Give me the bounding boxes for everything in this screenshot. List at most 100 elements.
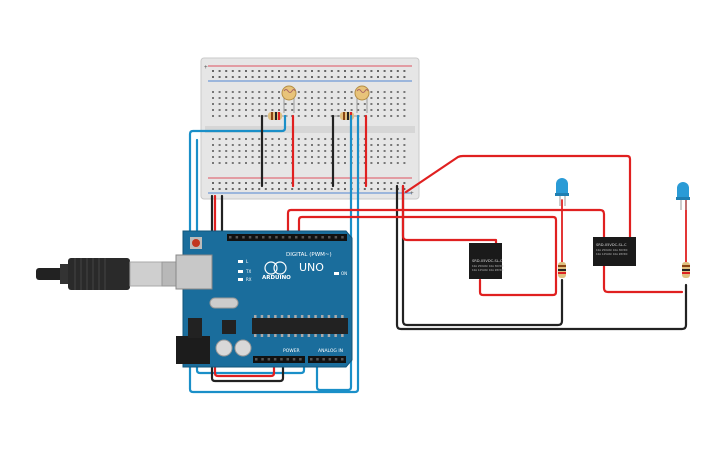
breadboard-hole — [350, 103, 353, 105]
breadboard-hole — [344, 76, 346, 78]
breadboard-hole — [396, 162, 399, 164]
breadboard-hole — [212, 138, 214, 140]
header-pin — [341, 236, 344, 239]
header-pin — [242, 236, 245, 239]
breadboard-hole — [317, 150, 320, 152]
power-header-label: POWER — [283, 348, 300, 354]
led-resistor-1[interactable] — [558, 262, 566, 278]
led-1[interactable] — [555, 178, 569, 206]
breadboard-hole — [218, 115, 221, 117]
led-2[interactable] — [676, 182, 690, 210]
breadboard-hole — [258, 156, 261, 158]
breadboard-hole — [363, 115, 366, 117]
power-header-strip[interactable] — [253, 356, 305, 363]
header-pin — [334, 236, 338, 239]
digital-header[interactable] — [227, 234, 347, 241]
wire-black-gnd-led1 — [401, 184, 564, 327]
header-pin — [262, 236, 265, 239]
breadboard-hole — [304, 115, 307, 117]
breadboard-hole — [212, 70, 214, 72]
breadboard-hole — [377, 115, 379, 117]
breadboard-hole — [311, 115, 313, 117]
breadboard-hole — [383, 182, 386, 184]
breadboard-hole — [258, 97, 261, 99]
breadboard-hole — [330, 156, 333, 158]
breadboard[interactable]: + + — [200, 57, 420, 200]
breadboard-hole — [297, 182, 300, 184]
atmega-chip — [252, 318, 348, 334]
usb-port[interactable] — [175, 254, 213, 290]
breadboard-hole — [225, 162, 228, 164]
breadboard-hole — [390, 188, 393, 190]
breadboard-hole — [251, 138, 254, 140]
breadboard-hole — [238, 182, 241, 184]
breadboard-hole — [218, 162, 221, 164]
led-resistor-2[interactable] — [682, 262, 690, 278]
breadboard-hole — [344, 91, 346, 93]
rx-led — [238, 278, 243, 281]
ic-pin — [314, 334, 317, 337]
breadboard-hole — [396, 109, 399, 111]
breadboard-hole — [284, 138, 287, 140]
photoresistor-left[interactable] — [281, 85, 297, 113]
breadboard-hole — [238, 144, 241, 146]
analog-header-strip[interactable] — [308, 356, 346, 363]
breadboard-hole — [350, 76, 353, 78]
breadboard-hole — [311, 144, 313, 146]
breadboard-hole — [324, 156, 327, 158]
ic-pin — [321, 315, 324, 318]
breadboard-hole — [251, 103, 254, 105]
reset-button[interactable] — [192, 239, 200, 247]
breadboard-hole — [344, 103, 346, 105]
breadboard-hole — [251, 144, 254, 146]
breadboard-hole — [278, 97, 280, 99]
arduino-uno[interactable]: DIGITAL (PWM~) UNO ARDUINO POWER ANALOG … — [175, 230, 353, 368]
breadboard-hole — [370, 144, 373, 146]
breadboard-hole — [311, 109, 313, 111]
wire-black-arduino-gnd — [210, 194, 285, 383]
breadboard-hole — [278, 91, 280, 93]
breadboard-hole — [390, 70, 393, 72]
breadboard-hole — [304, 103, 307, 105]
breadboard-hole — [337, 138, 340, 140]
breadboard-hole — [251, 76, 254, 78]
breadboard-hole — [324, 115, 327, 117]
breadboard-hole — [383, 144, 386, 146]
wires[interactable] — [188, 114, 688, 394]
relay-rating-label: 10A 125VAC 10A 28VDC — [596, 252, 628, 256]
breadboard-hole — [245, 188, 247, 190]
breadboard-hole — [218, 103, 221, 105]
breadboard-hole — [218, 97, 221, 99]
breadboard-hole — [330, 70, 333, 72]
header-pin — [280, 358, 283, 361]
breadboard-hole — [403, 70, 406, 72]
usb-cable[interactable] — [36, 258, 185, 290]
breadboard-hole — [212, 97, 214, 99]
breadboard-hole — [396, 76, 399, 78]
breadboard-hole — [284, 156, 287, 158]
breadboard-hole — [403, 188, 406, 190]
header-pin — [308, 236, 311, 239]
breadboard-hole — [403, 109, 406, 111]
breadboard-hole — [383, 150, 386, 152]
photoresistor-right[interactable] — [354, 85, 370, 113]
breadboard-hole — [370, 150, 373, 152]
power-jack[interactable] — [176, 336, 210, 364]
breadboard-hole — [396, 97, 399, 99]
relay-2[interactable]: SRD-05VDC-SL-C 10A 250VAC 10A 30VDC 10A … — [593, 237, 636, 266]
breadboard-hole — [225, 76, 228, 78]
header-pin — [273, 358, 277, 361]
breadboard-hole — [330, 188, 333, 190]
breadboard-hole — [370, 76, 373, 78]
wire-blue-a0 — [195, 138, 306, 375]
breadboard-hole — [291, 70, 294, 72]
breadboard-hole — [264, 103, 267, 105]
relay-1[interactable]: SRD-05VDC-SL-C 10A 250VAC 10A 30VDC 10A … — [469, 243, 504, 279]
breadboard-hole — [225, 150, 228, 152]
breadboard-hole — [264, 91, 267, 93]
resistor-left[interactable] — [262, 112, 288, 120]
breadboard-hole — [297, 97, 300, 99]
breadboard-hole — [258, 182, 261, 184]
breadboard-hole — [363, 156, 366, 158]
